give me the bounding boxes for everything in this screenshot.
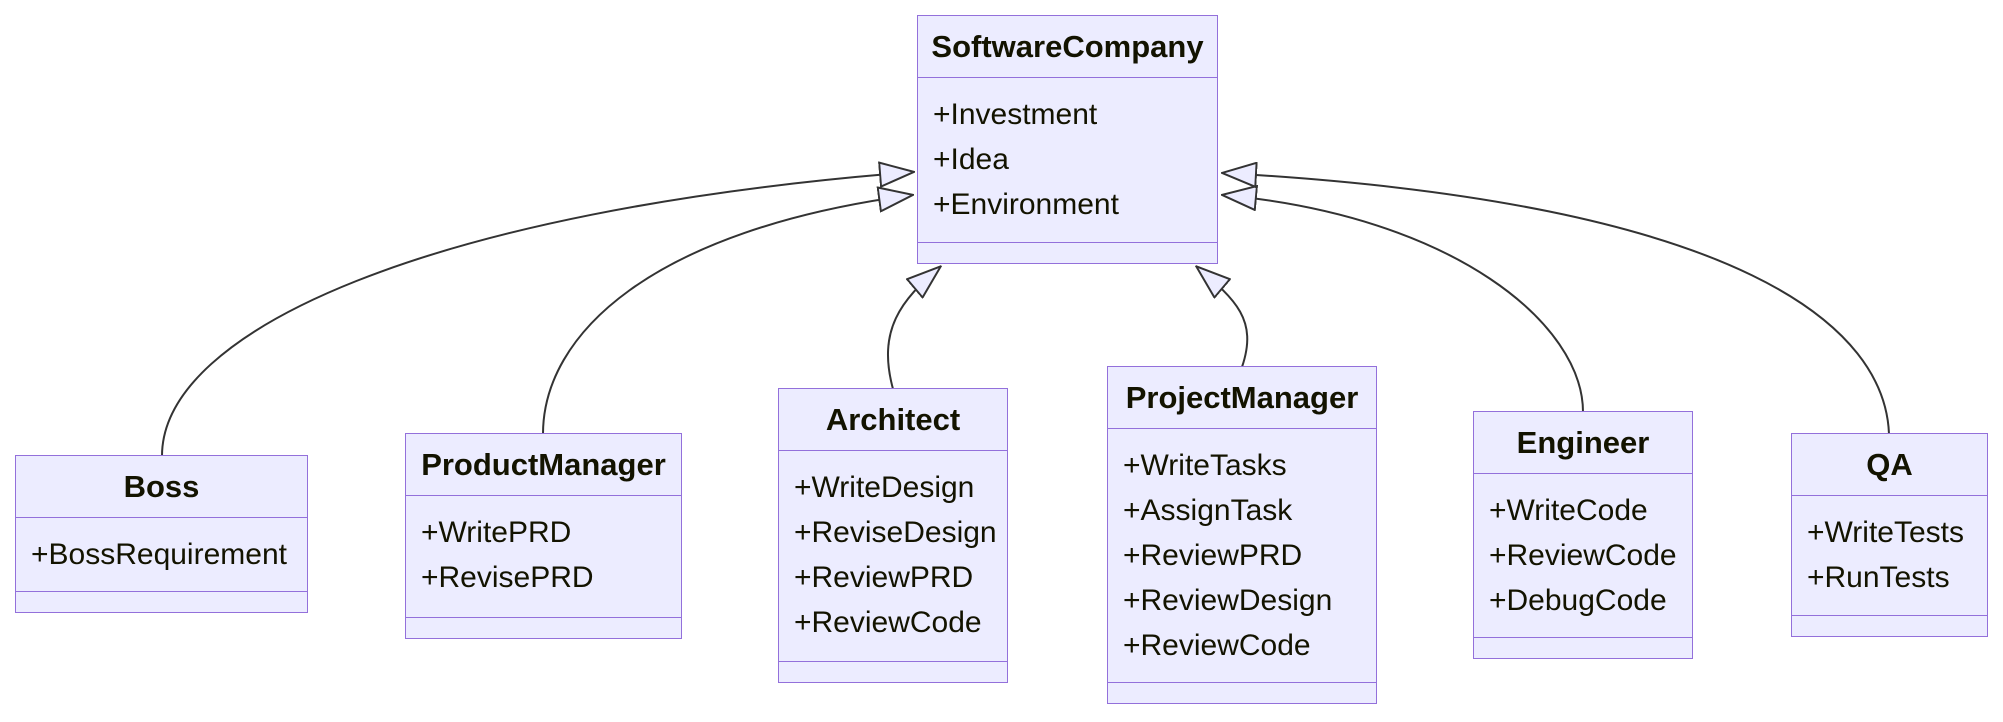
class-box-projectmanager: ProjectManager +WriteTasks +AssignTask +…: [1107, 366, 1377, 704]
class-member: +Idea: [933, 143, 1009, 176]
edge-architect-inherits-softwarecompany: [887, 267, 940, 390]
class-empty-methods-compartment: [1792, 615, 1987, 636]
class-members-qa: +WriteTests +RunTests: [1792, 496, 1987, 615]
class-member: +ReviewCode: [1489, 539, 1677, 572]
class-box-boss: Boss +BossRequirement: [15, 455, 308, 613]
class-member: +ReviewCode: [794, 606, 982, 639]
edge-boss-inherits-softwarecompany: [161, 172, 913, 457]
class-empty-methods-compartment: [1108, 682, 1376, 703]
class-member: +ReviewPRD: [794, 561, 974, 594]
class-empty-methods-compartment: [16, 591, 307, 612]
edge-engineer-inherits-softwarecompany: [1223, 195, 1584, 413]
class-empty-methods-compartment: [1474, 637, 1692, 658]
class-member: +Investment: [933, 98, 1098, 131]
class-member: +ReviseDesign: [794, 516, 997, 549]
class-member: +RevisePRD: [421, 561, 594, 594]
class-title-softwarecompany: SoftwareCompany: [918, 16, 1217, 78]
class-member: +ReviewCode: [1123, 629, 1311, 662]
class-title-architect: Architect: [779, 389, 1007, 451]
class-box-softwarecompany: SoftwareCompany +Investment +Idea +Envir…: [917, 15, 1218, 264]
class-box-productmanager: ProductManager +WritePRD +RevisePRD: [405, 433, 682, 639]
class-member: +WriteTests: [1807, 516, 1964, 549]
class-title-projectmanager: ProjectManager: [1108, 367, 1376, 429]
class-member: +BossRequirement: [31, 538, 287, 571]
class-title-productmanager: ProductManager: [406, 434, 681, 496]
class-member: +ReviewPRD: [1123, 539, 1303, 572]
class-title-engineer: Engineer: [1474, 412, 1692, 474]
class-members-projectmanager: +WriteTasks +AssignTask +ReviewPRD +Revi…: [1108, 429, 1376, 682]
edge-qa-inherits-softwarecompany: [1223, 173, 1890, 435]
class-box-engineer: Engineer +WriteCode +ReviewCode +DebugCo…: [1473, 411, 1693, 659]
class-empty-methods-compartment: [779, 661, 1007, 682]
class-empty-methods-compartment: [918, 242, 1217, 263]
class-members-architect: +WriteDesign +ReviseDesign +ReviewPRD +R…: [779, 451, 1007, 661]
edge-projectmanager-inherits-softwarecompany: [1197, 267, 1249, 368]
class-members-softwarecompany: +Investment +Idea +Environment: [918, 78, 1217, 242]
class-member: +WriteDesign: [794, 471, 975, 504]
class-title-qa: QA: [1792, 434, 1987, 496]
class-member: +Environment: [933, 188, 1119, 221]
class-empty-methods-compartment: [406, 617, 681, 638]
class-member: +DebugCode: [1489, 584, 1667, 617]
edge-productmanager-inherits-softwarecompany: [542, 195, 912, 435]
class-title-boss: Boss: [16, 456, 307, 518]
class-box-qa: QA +WriteTests +RunTests: [1791, 433, 1988, 637]
class-members-boss: +BossRequirement: [16, 518, 307, 591]
class-members-productmanager: +WritePRD +RevisePRD: [406, 496, 681, 617]
class-member: +WritePRD: [421, 516, 572, 549]
class-members-engineer: +WriteCode +ReviewCode +DebugCode: [1474, 474, 1692, 637]
class-member: +WriteTasks: [1123, 449, 1287, 482]
class-member: +ReviewDesign: [1123, 584, 1333, 617]
class-member: +WriteCode: [1489, 494, 1648, 527]
class-member: +AssignTask: [1123, 494, 1293, 527]
class-member: +RunTests: [1807, 561, 1950, 594]
class-box-architect: Architect +WriteDesign +ReviseDesign +Re…: [778, 388, 1008, 683]
